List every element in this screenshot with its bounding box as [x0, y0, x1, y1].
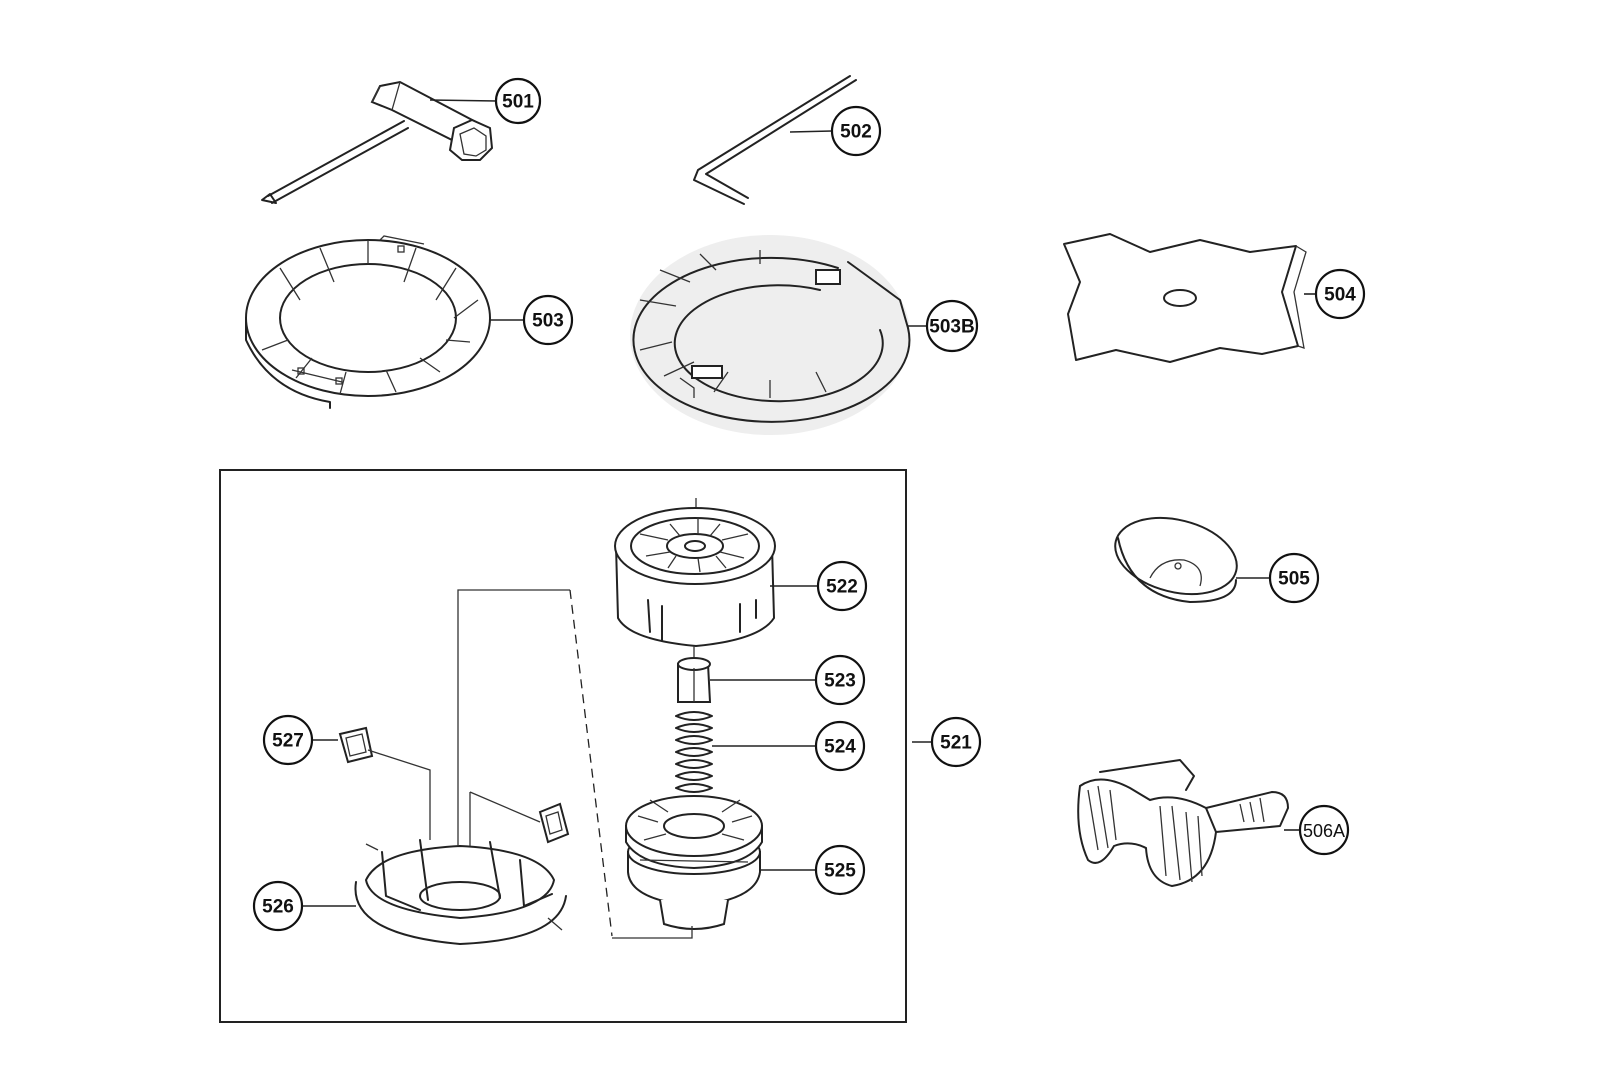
callout-label-505: 505: [1278, 569, 1310, 590]
callout-521: 521: [930, 716, 982, 768]
callout-502: 502: [830, 105, 882, 157]
part-502-hex-key: [693, 75, 857, 205]
kit-521-frame: [219, 469, 932, 1023]
assembly-guide-lines: [367, 589, 693, 939]
part-522-cover: [614, 498, 818, 648]
part-527-eyelets: [312, 726, 570, 844]
part-501-spark-plug-wrench: [261, 80, 498, 204]
callout-label-522: 522: [826, 577, 858, 598]
part-503-guard-ring: [245, 235, 524, 409]
callout-504: 504: [1314, 268, 1366, 320]
callout-label-501: 501: [502, 92, 534, 113]
callout-label-525: 525: [824, 861, 856, 882]
callout-label-504: 504: [1324, 285, 1356, 306]
callout-501: 501: [494, 77, 542, 125]
callout-506a: 506A: [1298, 804, 1350, 856]
callout-label-502: 502: [840, 122, 872, 143]
callout-label-503b: 503B: [929, 317, 974, 338]
part-526-base: [302, 839, 567, 945]
callout-523: 523: [814, 654, 866, 706]
callout-label-523: 523: [824, 671, 856, 692]
part-506a-safety-glasses: [1077, 759, 1300, 888]
callout-524: 524: [814, 720, 866, 772]
callout-526: 526: [252, 880, 304, 932]
callout-label-524: 524: [824, 737, 856, 758]
part-503b-guard-ring-split: [630, 235, 928, 435]
callout-label-503: 503: [532, 311, 564, 332]
callout-522: 522: [816, 560, 868, 612]
part-505-cup: [1114, 516, 1270, 603]
part-524-spring: [675, 711, 818, 793]
callout-527: 527: [262, 714, 314, 766]
part-504-blade: [1063, 233, 1316, 363]
part-523-nut: [677, 646, 818, 703]
callout-505: 505: [1268, 552, 1320, 604]
callout-525: 525: [814, 844, 866, 896]
callout-label-526: 526: [262, 897, 294, 918]
callout-503b: 503B: [925, 299, 979, 353]
part-525-spool: [625, 795, 818, 930]
callout-label-506a: 506A: [1303, 821, 1345, 841]
callout-label-527: 527: [272, 731, 304, 752]
callout-label-521: 521: [940, 733, 972, 754]
callout-503: 503: [522, 294, 574, 346]
